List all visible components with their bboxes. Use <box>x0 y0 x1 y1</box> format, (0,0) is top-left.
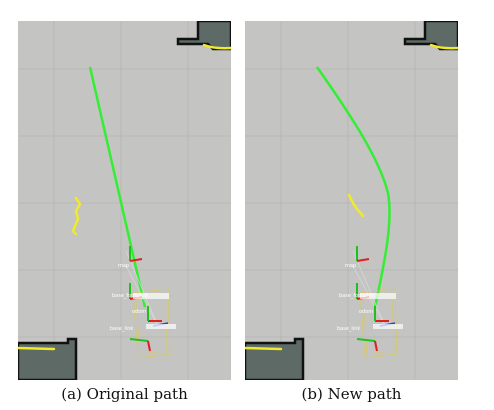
map-background <box>18 21 231 380</box>
global-path <box>88 66 147 308</box>
map-grid <box>245 21 458 380</box>
laser-scan <box>245 43 458 351</box>
tf-label-odom: odom <box>359 309 373 315</box>
tf-frame-axes-icon: map base_footprint odom base_link <box>337 246 403 352</box>
laser-scan <box>18 43 231 351</box>
map-canvas-new: map base_footprint odom base_link <box>245 21 458 380</box>
global-path <box>315 66 391 308</box>
tf-label-base-footprint: base_footprint <box>339 293 375 299</box>
map-canvas-original: map base_footprint odom base_link <box>18 21 231 380</box>
tf-label-map: map <box>118 263 129 269</box>
caption-new-path: (b) New path <box>301 385 402 403</box>
tf-label-base-link: base_link <box>110 326 133 332</box>
map-view-original[interactable]: map base_footprint odom base_link <box>18 21 231 380</box>
tf-label-map: map <box>345 263 356 269</box>
map-view-new[interactable]: map base_footprint odom base_link <box>245 21 458 380</box>
obstacle-top-right <box>176 21 231 51</box>
tf-label-odom: odom <box>132 309 146 315</box>
obstacle-bottom-left <box>18 337 78 380</box>
tf-label-base-link: base_link <box>337 326 360 332</box>
obstacle-top-right <box>403 21 458 51</box>
caption-original-path: (a) Original path <box>61 385 188 403</box>
obstacle-bottom-left <box>245 337 305 380</box>
tf-label-base-footprint: base_footprint <box>112 293 148 299</box>
tf-frame-axes-icon: map base_footprint odom base_link <box>110 246 176 352</box>
